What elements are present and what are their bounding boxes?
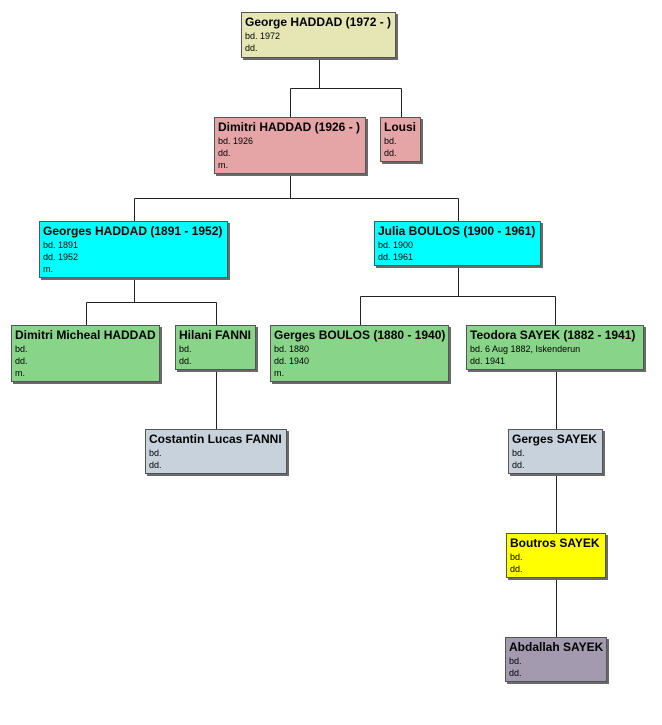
person-name: George HADDAD (1972 - ) bbox=[245, 15, 392, 29]
person-detail: dd. 1961 bbox=[378, 252, 414, 262]
person-box-dimitri[interactable]: Dimitri HADDAD (1926 - ) bd. 1926 dd. m. bbox=[214, 117, 366, 174]
person-detail: dd. bbox=[510, 564, 523, 574]
person-detail: bd. bbox=[509, 656, 522, 666]
person-name: Teodora SAYEK (1882 - 1941) bbox=[470, 328, 636, 342]
person-name: Julia BOULOS (1900 - 1961) bbox=[378, 224, 536, 238]
person-box-teodora[interactable]: Teodora SAYEK (1882 - 1941) bd. 6 Aug 188… bbox=[466, 325, 644, 370]
person-box-boutros[interactable]: Boutros SAYEK bd. dd. bbox=[506, 533, 606, 578]
person-name: Dimitri HADDAD (1926 - ) bbox=[218, 120, 361, 134]
person-box-costantin[interactable]: Costantin Lucas FANNI bd. dd. bbox=[145, 429, 287, 474]
person-detail: bd. 1972 bbox=[245, 31, 281, 41]
person-detail: bd. bbox=[15, 344, 28, 354]
person-detail: bd. bbox=[384, 136, 397, 146]
person-box-abdallah[interactable]: Abdallah SAYEK bd. dd. bbox=[505, 637, 607, 682]
person-detail: m. bbox=[43, 264, 53, 274]
person-detail: bd. 6 Aug 1882, Iskenderun bbox=[470, 344, 581, 354]
person-detail: bd. bbox=[510, 552, 523, 562]
person-detail: m. bbox=[218, 160, 228, 170]
person-name: Dimitri Micheal HADDAD bbox=[15, 328, 156, 342]
person-detail: dd. bbox=[245, 43, 258, 53]
person-detail: bd. 1880 bbox=[274, 344, 310, 354]
person-detail: bd. bbox=[149, 448, 162, 458]
person-detail: dd. bbox=[384, 148, 397, 158]
person-detail: m. bbox=[15, 368, 25, 378]
person-detail: bd. bbox=[179, 344, 192, 354]
person-detail: bd. bbox=[512, 448, 525, 458]
person-detail: dd. bbox=[509, 668, 522, 678]
person-detail: bd. 1900 bbox=[378, 240, 414, 250]
person-box-hilani[interactable]: Hilani FANNI bd. dd. bbox=[175, 325, 256, 370]
person-detail: dd. bbox=[15, 356, 28, 366]
person-name: Boutros SAYEK bbox=[510, 536, 600, 550]
person-name: Abdallah SAYEK bbox=[509, 640, 604, 654]
person-detail: dd. bbox=[512, 460, 525, 470]
person-detail: dd. bbox=[179, 356, 192, 366]
person-name: Costantin Lucas FANNI bbox=[149, 432, 282, 446]
person-detail: bd. 1926 bbox=[218, 136, 254, 146]
person-detail: dd. bbox=[218, 148, 231, 158]
person-box-dimitri-micheal[interactable]: Dimitri Micheal HADDAD bd. dd. m. bbox=[11, 325, 160, 382]
person-box-gerges-boulos[interactable]: Gerges BOULOS (1880 - 1940) bd. 1880 dd. 1… bbox=[270, 325, 449, 382]
person-detail: dd. 1940 bbox=[274, 356, 310, 366]
person-detail: dd. 1952 bbox=[43, 252, 79, 262]
person-box-gerges-sayek[interactable]: Gerges SAYEK bd. dd. bbox=[508, 429, 603, 474]
person-box-georges[interactable]: Georges HADDAD (1891 - 1952) bd. 1891 dd. … bbox=[39, 221, 228, 278]
person-box-george[interactable]: George HADDAD (1972 - ) bd. 1972 dd. bbox=[241, 12, 396, 58]
person-name: Lousi bbox=[384, 120, 416, 134]
person-detail: bd. 1891 bbox=[43, 240, 79, 250]
person-box-lousi[interactable]: Lousi bd. dd. bbox=[380, 117, 421, 162]
person-name: Gerges SAYEK bbox=[512, 432, 597, 446]
person-detail: dd. bbox=[149, 460, 162, 470]
person-detail: m. bbox=[274, 368, 284, 378]
person-name: Gerges BOULOS (1880 - 1940) bbox=[274, 328, 446, 342]
person-name: Hilani FANNI bbox=[179, 328, 252, 342]
person-detail: dd. 1941 bbox=[470, 356, 506, 366]
person-name: Georges HADDAD (1891 - 1952) bbox=[43, 224, 223, 238]
person-box-julia[interactable]: Julia BOULOS (1900 - 1961) bd. 1900 dd. 19… bbox=[374, 221, 541, 266]
